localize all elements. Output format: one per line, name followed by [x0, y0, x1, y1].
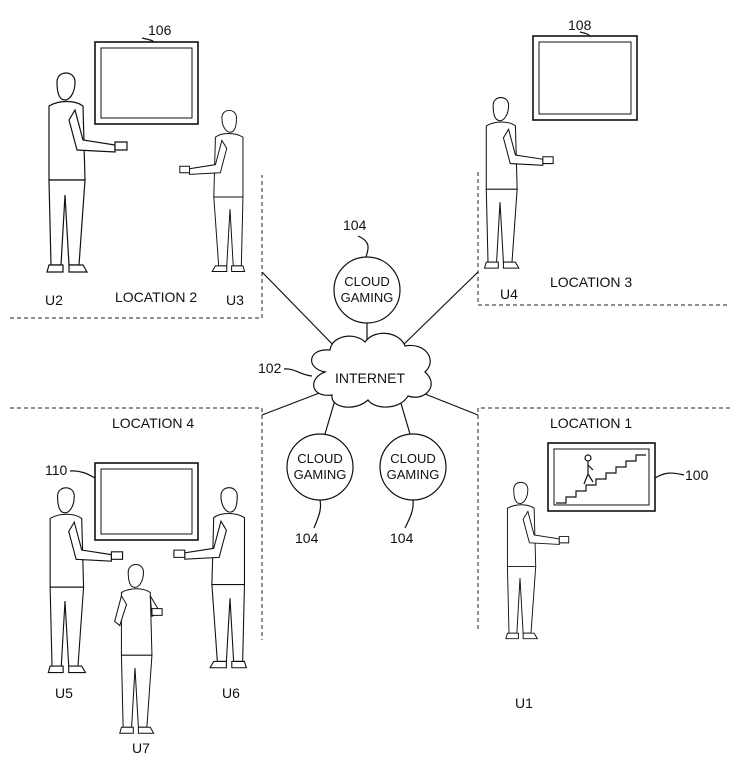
- link-cloud-gaming-left: [324, 399, 336, 435]
- person-arm: [184, 519, 227, 560]
- link-cloud-gaming-right: [399, 399, 411, 435]
- user-u5-label: U5: [55, 685, 73, 701]
- internet-ref: 102: [258, 360, 282, 376]
- staircase-scene: [556, 454, 646, 504]
- cloud-gaming-server-left: CLOUD GAMING 104: [286, 433, 354, 546]
- person-legs: [506, 565, 537, 634]
- game-controller-icon: [151, 608, 163, 616]
- internet-label: INTERNET: [335, 370, 405, 386]
- cloud-gaming-label-line2: GAMING: [341, 290, 394, 305]
- person-legs: [211, 583, 246, 662]
- person-head: [57, 487, 75, 514]
- user-u7: [114, 564, 163, 734]
- cloud-gaming-label-line2: GAMING: [387, 467, 440, 482]
- cloud-gaming-ref: 104: [295, 530, 319, 546]
- cloud-gaming-ref: 104: [390, 530, 414, 546]
- display-ref: 108: [568, 17, 592, 33]
- person-head: [513, 481, 529, 505]
- display-106: 106: [94, 22, 199, 125]
- user-u3: [179, 109, 246, 273]
- user-u4: [483, 97, 554, 269]
- person-feet: [46, 264, 89, 273]
- internet-cloud: [311, 332, 432, 408]
- location-4-boundary: [10, 407, 263, 640]
- location-3-boundary: [477, 172, 730, 306]
- display-100: 100: [547, 442, 709, 512]
- person-feet: [211, 265, 246, 273]
- cloud-gaming-label-line1: CLOUD: [390, 451, 436, 466]
- user-u1: [505, 481, 570, 640]
- cloud-gaming-label-line1: CLOUD: [297, 451, 343, 466]
- location-3-label: LOCATION 3: [550, 274, 632, 290]
- person-feet: [119, 726, 155, 734]
- game-controller-icon: [110, 551, 124, 560]
- person-feet: [209, 660, 248, 669]
- cloud-gaming-server-top: CLOUD GAMING 104: [333, 217, 401, 324]
- location-4-label: LOCATION 4: [112, 415, 194, 431]
- user-u1-label: U1: [515, 695, 533, 711]
- location-2-boundary: [10, 175, 263, 319]
- user-u2-label: U2: [45, 292, 63, 308]
- user-u4-label: U4: [500, 286, 518, 302]
- person-head: [221, 109, 237, 133]
- display-108: 108: [532, 17, 638, 121]
- person-head: [492, 97, 510, 122]
- person-head: [56, 72, 76, 101]
- user-u3-label: U3: [226, 292, 244, 308]
- person-feet: [505, 632, 539, 640]
- person-legs: [485, 188, 518, 263]
- person-arm: [522, 510, 560, 545]
- game-controller-icon: [114, 141, 128, 151]
- game-controller-icon: [179, 165, 191, 174]
- user-u7-label: U7: [132, 740, 150, 756]
- person-feet: [483, 261, 520, 269]
- user-u2: [46, 72, 128, 273]
- person-legs: [120, 654, 153, 728]
- user-u6: [173, 487, 248, 669]
- location-1-label: LOCATION 1: [550, 415, 632, 431]
- game-controller-icon: [558, 536, 570, 544]
- person-legs: [48, 179, 86, 266]
- link-location-4: [261, 391, 323, 416]
- cloud-gaming-label-line2: GAMING: [294, 467, 347, 482]
- person-legs: [49, 586, 85, 667]
- game-controller-icon: [542, 156, 554, 165]
- cloud-gaming-label-line1: CLOUD: [344, 274, 390, 289]
- location-2-label: LOCATION 2: [115, 289, 197, 305]
- person-arm: [68, 520, 112, 562]
- person-head: [127, 564, 144, 588]
- person-legs: [213, 196, 244, 267]
- person-head: [220, 487, 238, 513]
- person-arm: [68, 108, 116, 153]
- person-torso: [120, 588, 153, 656]
- link-location-1: [419, 391, 479, 416]
- display-ref: 106: [148, 22, 172, 38]
- user-u5: [47, 487, 124, 674]
- display-ref: 110: [45, 462, 68, 478]
- link-location-2: [261, 271, 341, 353]
- game-character: [583, 454, 594, 485]
- person-arm: [502, 127, 544, 166]
- internet-ref-leader: [283, 368, 313, 377]
- location-1-boundary: [477, 407, 730, 630]
- person-arm: [189, 139, 228, 175]
- display-110: 110: [45, 462, 199, 541]
- user-u6-label: U6: [222, 685, 240, 701]
- game-controller-icon: [173, 549, 186, 558]
- cloud-gaming-ref: 104: [343, 217, 367, 233]
- person-feet: [47, 665, 87, 674]
- cloud-gaming-server-right: CLOUD GAMING 104: [379, 433, 447, 546]
- display-ref: 100: [685, 467, 709, 483]
- link-location-3: [399, 271, 479, 349]
